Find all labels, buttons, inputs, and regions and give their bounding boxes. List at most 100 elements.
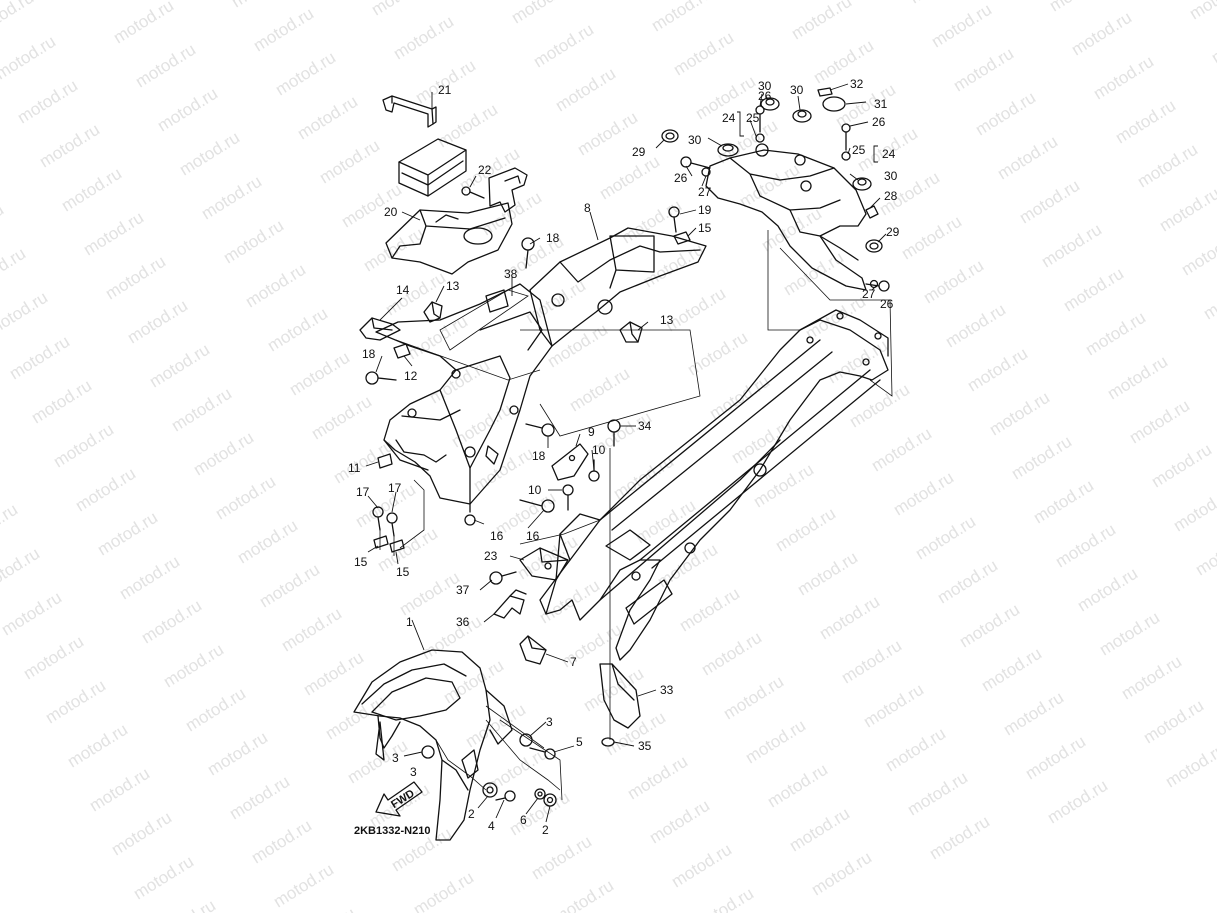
watermark-text: motod.ru [640, 240, 707, 292]
watermark-text: motod.ru [810, 36, 877, 88]
part-36-clip [493, 589, 527, 619]
watermark-text: motod.ru [1200, 272, 1217, 324]
part-22-bracket [461, 167, 528, 213]
watermark-text: motod.ru [1170, 484, 1217, 536]
callout-2b: 2 [542, 823, 549, 837]
callout-3a: 3 [546, 715, 553, 729]
callout-30b: 30 [758, 79, 772, 93]
part-12-label [393, 343, 411, 359]
watermark-text: motod.ru [808, 848, 875, 900]
watermark-text: motod.ru [580, 664, 647, 716]
watermark-text: motod.ru [270, 860, 337, 912]
watermark-text: motod.ru [942, 300, 1009, 352]
watermark-text: motod.ru [58, 164, 125, 216]
watermark-text: motod.ru [574, 108, 641, 160]
callout-26a: 26 [758, 89, 772, 103]
callout-30c: 30 [790, 83, 804, 97]
watermark-text: motod.ru [6, 332, 73, 384]
callout-37: 37 [456, 583, 470, 597]
watermark-text: motod.ru [522, 276, 589, 328]
callout-29a: 29 [632, 145, 646, 159]
part-1-front-fender [353, 649, 513, 841]
watermark-text: motod.ru [1118, 652, 1185, 704]
part-33-flap [599, 663, 641, 729]
watermark-text: motod.ru [868, 424, 935, 476]
callout-3b: 3 [392, 751, 399, 765]
bolt-26-left [680, 156, 711, 169]
watermark-text: motod.ru [986, 388, 1053, 440]
watermark-text: motod.ru [978, 644, 1045, 696]
callout-20: 20 [384, 205, 398, 219]
watermark-text: motod.ru [646, 796, 713, 848]
callout-7: 7 [570, 655, 577, 669]
leader-lines [365, 83, 893, 823]
watermark-text: motod.ru [286, 348, 353, 400]
part-7-clip [519, 635, 547, 665]
callout-14: 14 [396, 283, 410, 297]
watermark-text: motod.ru [36, 120, 103, 172]
callout-17a: 17 [356, 485, 370, 499]
watermark-text: motod.ru [742, 716, 809, 768]
watermark-text: motod.ru [684, 328, 751, 380]
watermark-text: motod.ru [1140, 696, 1207, 748]
watermark-text: motod.ru [736, 160, 803, 212]
nut-28 [865, 205, 879, 219]
callout-5: 5 [576, 735, 583, 749]
grommet-30-c [792, 109, 812, 123]
watermark-text: motod.ru [0, 544, 43, 596]
callout-9: 9 [588, 425, 595, 439]
watermark-text: motod.ru [390, 12, 457, 64]
watermark-text: motod.ru [130, 852, 197, 904]
watermark-text: motod.ru [108, 808, 175, 860]
watermark-text: motod.ru [972, 88, 1039, 140]
watermark-text: motod.ru [248, 816, 315, 868]
watermark-text: motod.ru [138, 596, 205, 648]
part-tail-unit [705, 143, 867, 291]
watermark-text: motod.ru [316, 136, 383, 188]
watermark-text: motod.ru [478, 188, 545, 240]
bolt-18-top [521, 237, 535, 269]
watermark-text: motod.ru [278, 604, 345, 656]
callout-17b: 17 [388, 481, 402, 495]
callout-13b: 13 [660, 313, 674, 327]
watermark-text: motod.ru [668, 840, 735, 892]
watermark-text: motod.ru [462, 700, 529, 752]
watermark-text: motod.ru [418, 612, 485, 664]
watermark-text: motod.ru [904, 768, 971, 820]
watermark-text: motod.ru [1000, 688, 1067, 740]
watermark-text: motod.ru [1178, 228, 1217, 280]
bolt-17-right [386, 512, 398, 537]
cap-32 [817, 87, 833, 97]
watermark-text: motod.ru [1052, 520, 1119, 572]
grommet-30-a [717, 143, 739, 157]
watermark-text: motod.ru [544, 320, 611, 372]
watermark-text: motod.ru [662, 284, 729, 336]
part-20-tray [385, 202, 513, 275]
watermark-text: motod.ru [950, 44, 1017, 96]
part-13-clip-right [619, 321, 643, 343]
part-21-bracket [382, 95, 437, 128]
watermark-text: motod.ru [1074, 564, 1141, 616]
watermark-text: motod.ru [926, 812, 993, 864]
drawing-code: 2KB1332-N210 [354, 825, 430, 837]
watermark-text: motod.ru [788, 0, 855, 43]
watermark-text: motod.ru [190, 428, 257, 480]
watermark-text: motod.ru [234, 516, 301, 568]
callout-26c: 26 [674, 171, 688, 185]
watermark-text: motod.ru [624, 752, 691, 804]
watermark-text: motod.ru [860, 680, 927, 732]
watermark-text: motod.ru [816, 592, 883, 644]
callout-1: 1 [406, 615, 413, 629]
callout-8: 8 [584, 201, 591, 215]
watermark-text: motod.ru [838, 636, 905, 688]
watermark-text: motod.ru [1192, 528, 1217, 580]
watermark-text: motod.ru [116, 552, 183, 604]
watermark-text: motod.ru [168, 384, 235, 436]
watermark-text: motod.ru [132, 40, 199, 92]
watermark-text: motod.ru [1208, 16, 1217, 68]
watermark-text: motod.ru [448, 400, 515, 452]
part-14-bracket [359, 317, 401, 341]
bolt-4 [495, 790, 516, 802]
